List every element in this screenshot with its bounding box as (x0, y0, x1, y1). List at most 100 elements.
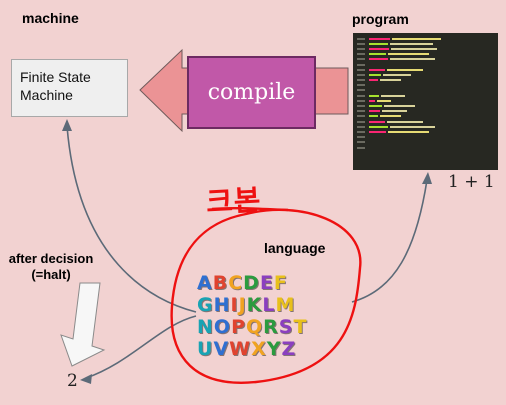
code-line (357, 36, 495, 41)
alphabet-letter: W (229, 338, 252, 360)
alphabet-letter: Z (281, 338, 297, 360)
code-line-number (357, 94, 365, 97)
code-token (369, 79, 378, 82)
code-line (357, 72, 495, 77)
code-token (390, 125, 435, 128)
code-token (387, 120, 423, 123)
code-token (369, 73, 381, 76)
alphabet-letter: C (228, 272, 244, 294)
code-token (380, 115, 401, 118)
code-line (357, 78, 495, 83)
code-token (377, 99, 391, 102)
code-token (369, 120, 385, 123)
code-line (357, 62, 495, 67)
alphabet-letter: B (212, 272, 229, 294)
fsm-label-line2: Machine (20, 87, 73, 103)
code-token (384, 105, 415, 108)
code-token (369, 94, 379, 97)
language-circle (170, 208, 362, 384)
code-line-number (357, 79, 365, 82)
alphabet-letter: X (251, 338, 267, 360)
alphabet-letter: I (230, 294, 239, 316)
code-line-number (357, 37, 365, 40)
code-line-number (357, 115, 365, 118)
code-token (369, 99, 375, 102)
finite-state-machine-box: Finite State Machine (11, 59, 128, 117)
alphabet-letter: D (243, 272, 260, 294)
code-line (357, 41, 495, 46)
code-line-number (357, 130, 365, 133)
language-to-two-arrow (85, 315, 197, 379)
code-line-number (357, 63, 365, 66)
code-token (390, 42, 433, 45)
compile-label: compile (207, 80, 296, 105)
code-line (357, 98, 495, 103)
code-token (369, 37, 390, 40)
two-label: 2 (67, 371, 78, 391)
alphabet-row: ABCDEF (197, 272, 325, 294)
code-token (369, 115, 378, 118)
code-line (357, 114, 495, 119)
alphabet-letter: M (275, 294, 296, 316)
language-to-program-arrow (351, 179, 428, 303)
code-line-number (357, 99, 365, 102)
code-token (369, 47, 389, 50)
code-line (357, 129, 495, 134)
alphabet-letter: H (213, 294, 231, 316)
code-token (387, 68, 423, 71)
code-line-number (357, 141, 365, 144)
code-line (357, 83, 495, 88)
alphabet-letter: V (213, 338, 230, 360)
korean-underline (211, 206, 289, 212)
language-to-machine-arrow (66, 125, 197, 313)
alphabet-letter: U (197, 338, 214, 360)
code-token (391, 47, 437, 50)
alphabet-letter: O (213, 316, 232, 338)
korean-annotation: 크본 (205, 182, 263, 220)
code-token (369, 58, 388, 61)
code-token (388, 130, 429, 133)
code-line-number (357, 73, 365, 76)
code-line (357, 109, 495, 114)
alphabet-letter: Y (266, 338, 282, 360)
halt-arrow (60, 282, 106, 367)
compile-box: compile (187, 56, 316, 129)
code-line (357, 119, 495, 124)
program-heading: program (352, 11, 409, 27)
code-line-number (357, 84, 365, 87)
machine-heading: machine (22, 10, 79, 26)
code-line (357, 57, 495, 62)
alphabet-letter: S (278, 316, 294, 338)
after-decision-line2: (=halt) (31, 267, 71, 282)
code-token (369, 105, 382, 108)
code-line-number (357, 58, 365, 61)
code-line-number (357, 42, 365, 45)
code-line-number (357, 120, 365, 123)
code-token (369, 130, 386, 133)
code-token (369, 125, 388, 128)
code-line (357, 145, 495, 150)
code-line-number (357, 53, 365, 56)
code-line (357, 93, 495, 98)
program-code-panel (353, 33, 498, 170)
alphabet-letter: L (262, 294, 276, 316)
alphabet-row: NOPQRST (197, 316, 325, 338)
fsm-label-line1: Finite State (20, 69, 91, 85)
alphabet-row: GHIJKLM (197, 294, 325, 316)
code-line-number (357, 47, 365, 50)
alphabet-letter: G (197, 294, 214, 316)
code-line (357, 140, 495, 145)
code-token (390, 58, 435, 61)
after-decision-label: after decision (=halt) (2, 251, 100, 283)
code-token (381, 94, 405, 97)
code-line-number (357, 105, 365, 108)
code-token (369, 42, 388, 45)
code-token (380, 79, 401, 82)
code-line-number (357, 146, 365, 149)
code-line (357, 124, 495, 129)
code-line-number (357, 125, 365, 128)
alphabet-row: UVWXYZ (197, 338, 325, 360)
code-line (357, 67, 495, 72)
code-token (388, 53, 429, 56)
